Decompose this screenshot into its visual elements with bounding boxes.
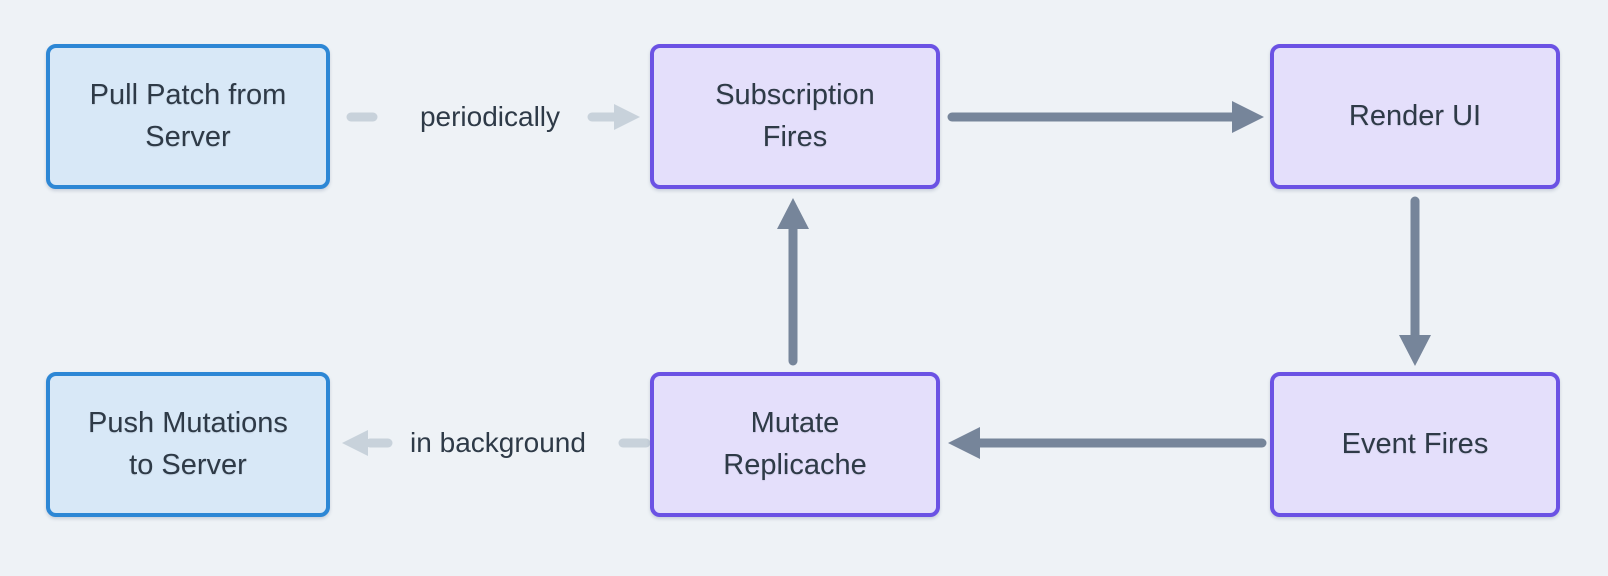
node-pull-patch-from-server: Pull Patch from Server [46, 44, 330, 189]
edge-subscription-to-render [947, 101, 1264, 133]
node-subscription-fires: Subscription Fires [650, 44, 940, 189]
arrowhead-right-icon [1232, 101, 1264, 133]
node-push-mutations-to-server: Push Mutations to Server [46, 372, 330, 517]
arrowhead-left-icon [342, 430, 368, 456]
edge-label-periodically: periodically [419, 101, 561, 132]
arrowhead-down-icon [1399, 335, 1431, 366]
arrowhead-right-icon [614, 104, 640, 130]
node-render-ui: Render UI [1270, 44, 1560, 189]
edge-mutate-to-subscription [777, 198, 809, 366]
node-event-fires: Event Fires [1270, 372, 1560, 517]
edge-label-in-background: in background [410, 427, 586, 458]
arrowhead-left-icon [948, 427, 980, 459]
arrowhead-up-icon [777, 198, 809, 229]
edge-render-to-event [1399, 196, 1431, 366]
node-mutate-replicache: Mutate Replicache [650, 372, 940, 517]
edge-event-to-mutate [948, 427, 1267, 459]
